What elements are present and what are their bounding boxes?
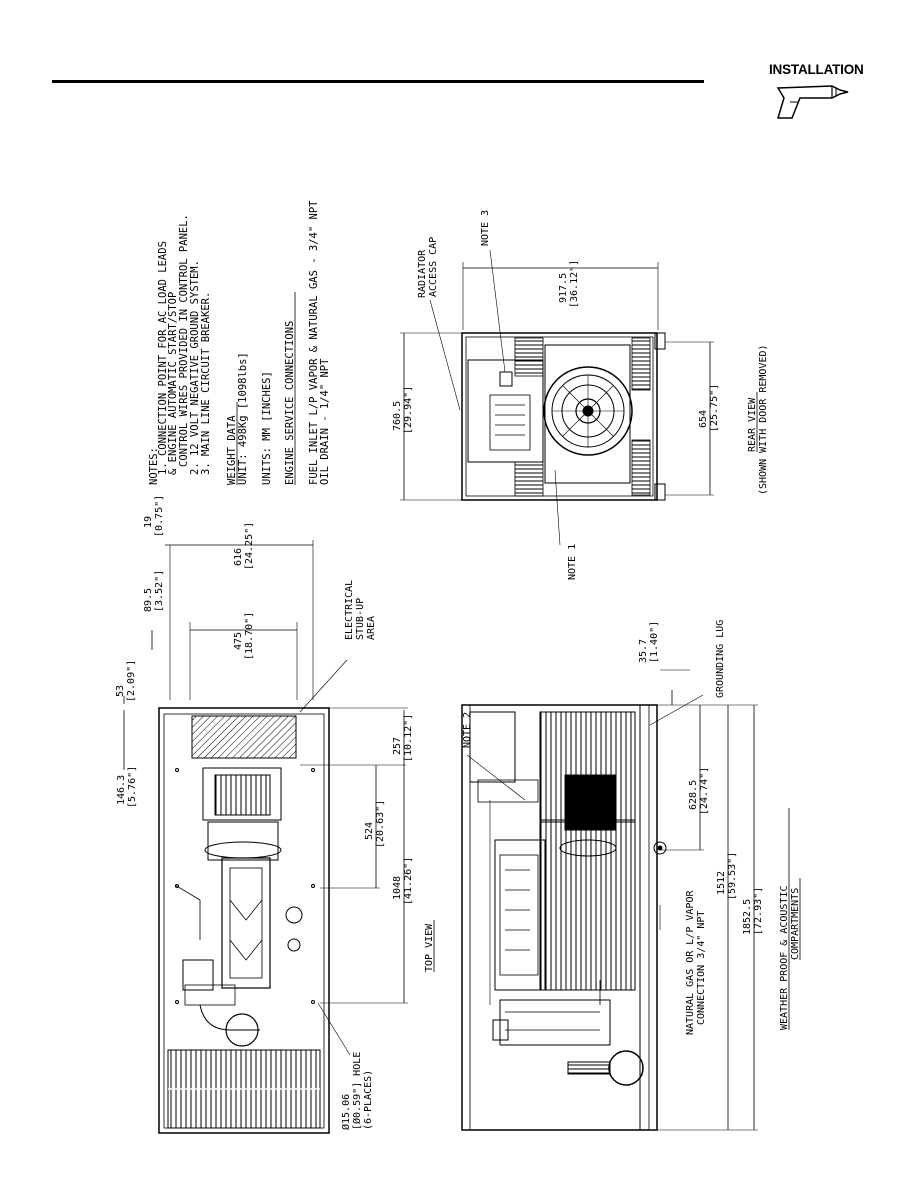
svg-text:[36.12"]: [36.12"] <box>569 260 580 308</box>
svg-text:NATURAL GAS OR L/P VAPOR: NATURAL GAS OR L/P VAPOR <box>685 890 696 1035</box>
svg-text:760.5: 760.5 <box>392 401 403 431</box>
svg-text:1. CONNECTION POINT FOR AC LOA: 1. CONNECTION POINT FOR AC LOAD LEADS <box>157 241 169 475</box>
side-view-drawing <box>461 669 758 1131</box>
fuel-inlet: FUEL INLET L/P VAPOR & NATURAL GAS - 3/4… <box>308 200 320 485</box>
svg-text:35.7: 35.7 <box>638 639 649 663</box>
svg-text:ACCESS CAP: ACCESS CAP <box>428 237 439 297</box>
top-view-drawing <box>123 540 408 1134</box>
drill-icon <box>776 85 849 119</box>
svg-text:146.3: 146.3 <box>116 775 127 805</box>
oil-drain: OIL DRAIN - 1/4" NPT <box>319 358 331 485</box>
svg-text:1852.5: 1852.5 <box>742 899 753 935</box>
side-view-labels: NOTE 2 GROUNDING LUG 35.7 [1.40"] 628.5 … <box>462 620 801 1035</box>
svg-text:257: 257 <box>392 737 403 755</box>
svg-text:1512: 1512 <box>716 871 727 895</box>
svg-text:(SHOWN WITH DOOR REMOVED): (SHOWN WITH DOOR REMOVED) <box>758 344 769 495</box>
section-title: INSTALLATION <box>769 62 864 77</box>
svg-text:[24.74"]: [24.74"] <box>699 767 710 815</box>
svg-text:[24.25"]: [24.25"] <box>244 522 255 570</box>
rear-view-labels: RADIATOR ACCESS CAP NOTE 3 NOTE 1 917.5 … <box>392 210 769 580</box>
units-label: UNITS: MM [INCHES] <box>261 371 273 485</box>
svg-text:[0.75"]: [0.75"] <box>154 495 165 537</box>
svg-text:[2.09"]: [2.09"] <box>126 660 137 702</box>
svg-text:[20.63"]: [20.63"] <box>375 800 386 848</box>
svg-text:[18.70"]: [18.70"] <box>244 612 255 660</box>
svg-text:2. 12 VOLT NEGATIVE GROUND SYS: 2. 12 VOLT NEGATIVE GROUND SYSTEM. <box>189 260 201 475</box>
note-3-label: NOTE 3 <box>480 210 491 246</box>
svg-text:Ø15.06: Ø15.06 <box>340 1094 352 1130</box>
svg-text:[5.76"]: [5.76"] <box>127 766 138 808</box>
grounding-lug-label: GROUNDING LUG <box>715 620 726 698</box>
svg-text:[10.12"]: [10.12"] <box>403 714 414 762</box>
svg-text:[Ø0.59"] HOLE: [Ø0.59"] HOLE <box>351 1052 363 1130</box>
notes-heading: NOTES: <box>148 447 160 485</box>
svg-text:[1.40"]: [1.40"] <box>649 621 660 663</box>
svg-text:3. MAIN LINE CIRCUIT BREAKER.: 3. MAIN LINE CIRCUIT BREAKER. <box>200 292 212 475</box>
radiator-cap-label: RADIATOR <box>417 249 428 298</box>
svg-text:628.5: 628.5 <box>688 780 699 810</box>
svg-text:1048: 1048 <box>392 876 403 900</box>
svg-text:524: 524 <box>364 822 375 840</box>
svg-text:ELECTRICAL: ELECTRICAL <box>344 580 355 640</box>
svg-text:COMPARTMENTS: COMPARTMENTS <box>790 888 801 960</box>
svg-text:[29.94"]: [29.94"] <box>403 386 414 434</box>
svg-text:& ENGINE AUTOMATIC START/STOP: & ENGINE AUTOMATIC START/STOP <box>167 292 179 475</box>
svg-text:[25.75"]: [25.75"] <box>709 384 720 432</box>
notes-block: NOTES: 1. CONNECTION POINT FOR AC LOAD L… <box>148 200 331 485</box>
note-2-label: NOTE 2 <box>462 712 473 748</box>
top-view-labels: TOP VIEW 53 [2.09"] 89.5 [3.52"] 19 [0.7… <box>115 495 435 1130</box>
svg-text:616: 616 <box>233 548 244 566</box>
weight-value: UNIT: 498Kg [1098lbs] <box>237 352 249 485</box>
svg-text:STUB-UP: STUB-UP <box>355 598 366 640</box>
svg-text:(6-PLACES): (6-PLACES) <box>363 1070 374 1130</box>
side-view-title: WEATHER PROOF & ACOUSTIC <box>779 886 790 1031</box>
svg-text:53: 53 <box>115 685 126 697</box>
svg-text:[59.53"]: [59.53"] <box>727 852 738 900</box>
svg-text:[72.93"]: [72.93"] <box>753 887 764 935</box>
svg-text:917.5: 917.5 <box>558 273 569 303</box>
svg-text:[41.26"]: [41.26"] <box>403 857 414 905</box>
svg-text:AREA: AREA <box>366 616 377 640</box>
svg-text:[3.52"]: [3.52"] <box>154 570 165 612</box>
svg-text:475: 475 <box>233 632 244 650</box>
svg-text:CONNECTION 3/4" NPT: CONNECTION 3/4" NPT <box>696 911 707 1025</box>
svg-text:CONTROL WIRES PROVIDED IN CONT: CONTROL WIRES PROVIDED IN CONTROL PANEL. <box>178 214 190 467</box>
svg-text:89.5: 89.5 <box>143 588 154 612</box>
service-heading: ENGINE SERVICE CONNECTIONS <box>284 321 296 485</box>
rear-view-drawing <box>400 249 714 546</box>
svg-text:19: 19 <box>143 516 154 528</box>
header-rule <box>52 80 704 83</box>
rear-view-title: REAR VIEW <box>747 397 758 452</box>
weight-heading: WEIGHT DATA <box>226 415 238 485</box>
svg-text:654: 654 <box>698 410 709 428</box>
note-1-label: NOTE 1 <box>567 544 578 580</box>
top-view-title: TOP VIEW <box>424 923 435 972</box>
